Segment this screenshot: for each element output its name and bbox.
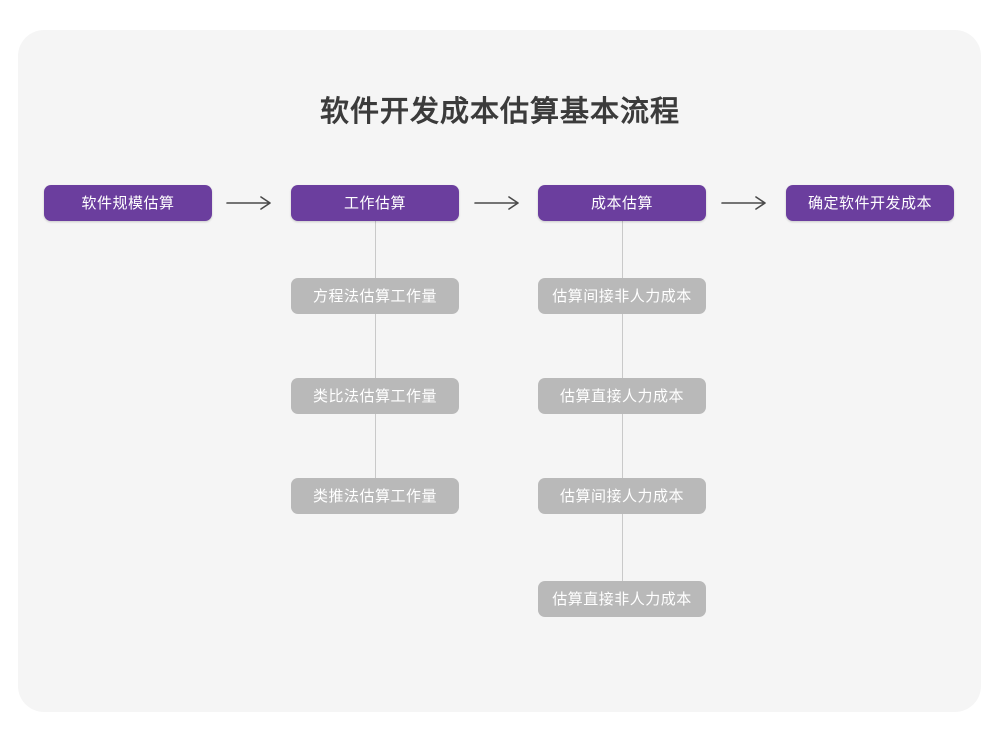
flow-substep-label: 估算间接人力成本 bbox=[559, 487, 684, 505]
long-right-arrow-icon bbox=[469, 185, 527, 221]
flow-substep-stage-3-1[interactable]: 估算间接非人力成本 bbox=[538, 278, 706, 314]
flow-substep-stage-3-2[interactable]: 估算直接人力成本 bbox=[538, 378, 706, 414]
page-title: 软件开发成本估算基本流程 bbox=[319, 96, 680, 128]
flow-substep-stage-2-3[interactable]: 类推法估算工作量 bbox=[291, 478, 459, 514]
flow-substep-label: 估算直接非人力成本 bbox=[552, 590, 692, 608]
flow-substep-stage-2-1[interactable]: 方程法估算工作量 bbox=[291, 278, 459, 314]
flow-node-stage-3[interactable]: 成本估算 bbox=[538, 185, 706, 221]
long-right-arrow-icon bbox=[716, 185, 774, 221]
flow-node-stage-2[interactable]: 工作估算 bbox=[291, 185, 459, 221]
long-right-arrow-icon bbox=[221, 185, 279, 221]
flow-substep-label: 类比法估算工作量 bbox=[312, 387, 437, 405]
flow-substep-label: 估算间接非人力成本 bbox=[552, 287, 692, 305]
flow-node-label: 确定软件开发成本 bbox=[807, 194, 932, 212]
flow-substep-label: 类推法估算工作量 bbox=[312, 487, 437, 505]
flow-substep-stage-3-4[interactable]: 估算直接非人力成本 bbox=[538, 581, 706, 617]
flow-substep-label: 估算直接人力成本 bbox=[559, 387, 684, 405]
flow-node-stage-4[interactable]: 确定软件开发成本 bbox=[786, 185, 954, 221]
flow-substep-label: 方程法估算工作量 bbox=[312, 287, 437, 305]
flow-node-stage-1[interactable]: 软件规模估算 bbox=[44, 185, 212, 221]
flow-substep-stage-2-2[interactable]: 类比法估算工作量 bbox=[291, 378, 459, 414]
flow-node-label: 工作估算 bbox=[343, 194, 406, 212]
flow-substep-stage-3-3[interactable]: 估算间接人力成本 bbox=[538, 478, 706, 514]
connector-line-stage-2 bbox=[375, 221, 376, 496]
flow-node-label: 软件规模估算 bbox=[81, 194, 175, 212]
flow-node-label: 成本估算 bbox=[590, 194, 653, 212]
content-card bbox=[18, 30, 981, 712]
